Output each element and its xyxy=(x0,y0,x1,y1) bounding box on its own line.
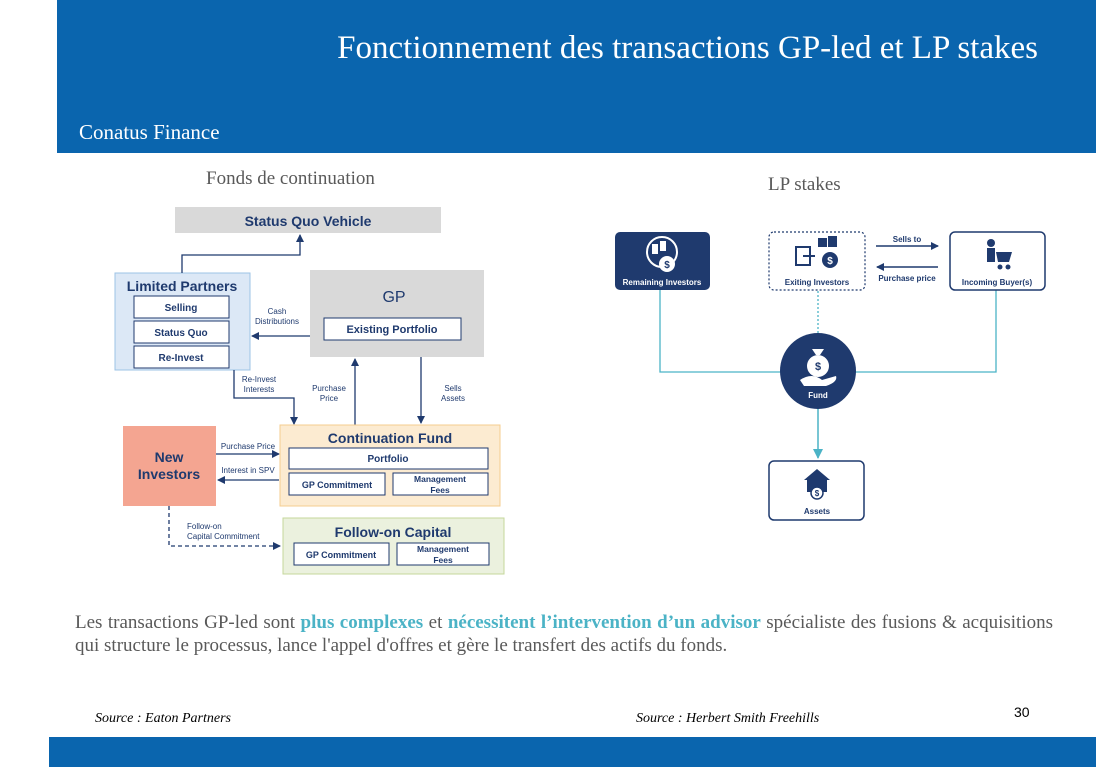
body-text-part3: spécialiste des fusions & acquisitions q… xyxy=(75,612,1053,656)
arrow-lp-to-sqv xyxy=(181,234,304,273)
purchase-price-label-2: Price xyxy=(320,394,339,403)
right-diagram-heading: LP stakes xyxy=(768,174,841,195)
arrow-follow-on-commitment xyxy=(168,506,281,550)
body-text-part1: Les transactions GP-led sont xyxy=(75,612,301,633)
foc-management-fees-label-2: Fees xyxy=(433,555,453,565)
source-left: Source : Eaton Partners xyxy=(95,711,231,726)
remaining-investors-label: Remaining Investors xyxy=(623,278,702,287)
left-diagram-heading: Fonds de continuation xyxy=(206,168,375,189)
cf-gp-commitment-label: GP Commitment xyxy=(302,480,372,490)
incoming-buyers-box: Incoming Buyer(s) xyxy=(949,231,1046,291)
fund-label: Fund xyxy=(808,391,828,400)
exiting-investors-box: $ Exiting Investors xyxy=(768,231,866,291)
foc-gp-commitment-label: GP Commitment xyxy=(306,550,376,560)
assets-label: Assets xyxy=(804,507,831,516)
ni-purchase-price-label: Purchase Price xyxy=(221,442,276,451)
exiting-investors-label: Exiting Investors xyxy=(785,278,850,287)
investors-money-icon: $ xyxy=(646,236,678,272)
status-quo-vehicle-box: Status Quo Vehicle xyxy=(175,207,441,233)
svg-text:$: $ xyxy=(664,260,670,271)
page-number: 30 xyxy=(1014,704,1030,720)
cf-management-fees-label-1: Management xyxy=(414,474,466,484)
gp-box: GP Existing Portfolio xyxy=(310,270,484,357)
cf-management-fees-label-2: Fees xyxy=(430,485,450,495)
page-title: Fonctionnement des transactions GP-led e… xyxy=(337,30,1038,66)
sells-assets-label-1: Sells xyxy=(444,384,461,393)
header-band: Fonctionnement des transactions GP-led e… xyxy=(57,0,1096,153)
exit-money-icon: $ xyxy=(795,236,838,268)
body-highlight-complexity: plus complexes xyxy=(300,612,424,633)
sells-assets-label-2: Assets xyxy=(441,394,465,403)
follow-on-capital-box: Follow-on Capital GP Commitment Manageme… xyxy=(282,517,505,575)
interest-in-spv-label: Interest in SPV xyxy=(221,466,275,475)
lp-item-selling: Selling xyxy=(165,303,198,314)
incoming-buyers-label: Incoming Buyer(s) xyxy=(962,278,1033,287)
cash-distributions-label-2: Distributions xyxy=(255,317,299,326)
sells-to-label: Sells to xyxy=(893,235,922,244)
existing-portfolio-label: Existing Portfolio xyxy=(346,324,437,336)
body-paragraph: Les transactions GP-led sont plus comple… xyxy=(75,611,1053,657)
footer-band xyxy=(49,737,1096,767)
reinvest-label-1: Re-Invest xyxy=(242,375,277,384)
body-text-part2: et xyxy=(423,612,448,633)
connector-remaining-to-fund xyxy=(659,290,782,373)
follow-on-label-1: Follow-on xyxy=(187,522,222,531)
gp-title: GP xyxy=(382,289,405,306)
foc-management-fees-label-1: Management xyxy=(417,544,469,554)
continuation-fund-title: Continuation Fund xyxy=(328,430,452,446)
connector-buyers-to-fund xyxy=(855,290,997,373)
continuation-fund-box: Continuation Fund Portfolio GP Commitmen… xyxy=(279,424,501,507)
lp-item-status-quo: Status Quo xyxy=(154,328,207,339)
reinvest-label-2: Interests xyxy=(244,385,275,394)
shopping-cart-icon xyxy=(987,239,1012,270)
cf-portfolio-label: Portfolio xyxy=(367,454,408,465)
remaining-investors-box: $ Remaining Investors xyxy=(615,232,710,290)
cash-distributions-label-1: Cash xyxy=(268,307,287,316)
fund-circle: $ Fund xyxy=(780,333,856,409)
limited-partners-box: Limited Partners Selling Status Quo Re-I… xyxy=(114,272,251,371)
new-investors-label-1: New xyxy=(155,449,184,465)
money-bag-icon: $ xyxy=(800,349,837,386)
svg-text:$: $ xyxy=(815,361,821,373)
assets-box: $ Assets xyxy=(768,460,865,521)
status-quo-vehicle-label: Status Quo Vehicle xyxy=(245,213,372,229)
house-money-icon: $ xyxy=(804,469,830,500)
svg-text:$: $ xyxy=(815,489,820,498)
body-highlight-advisor: nécessitent l’intervention d’un advisor xyxy=(447,612,761,633)
purchase-price-label-1: Purchase xyxy=(312,384,346,393)
lp-item-re-invest: Re-Invest xyxy=(158,353,204,364)
follow-on-capital-title: Follow-on Capital xyxy=(335,524,452,540)
new-investors-label-2: Investors xyxy=(138,466,200,482)
source-right: Source : Herbert Smith Freehills xyxy=(636,711,820,726)
follow-on-label-2: Capital Commitment xyxy=(187,532,260,541)
svg-text:$: $ xyxy=(827,256,833,267)
page-subtitle: Conatus Finance xyxy=(79,120,220,144)
limited-partners-title: Limited Partners xyxy=(127,278,238,294)
arrow-reinvest-interests xyxy=(233,370,298,425)
lp-purchase-price-label: Purchase price xyxy=(878,274,936,283)
new-investors-box: New Investors xyxy=(123,426,216,506)
